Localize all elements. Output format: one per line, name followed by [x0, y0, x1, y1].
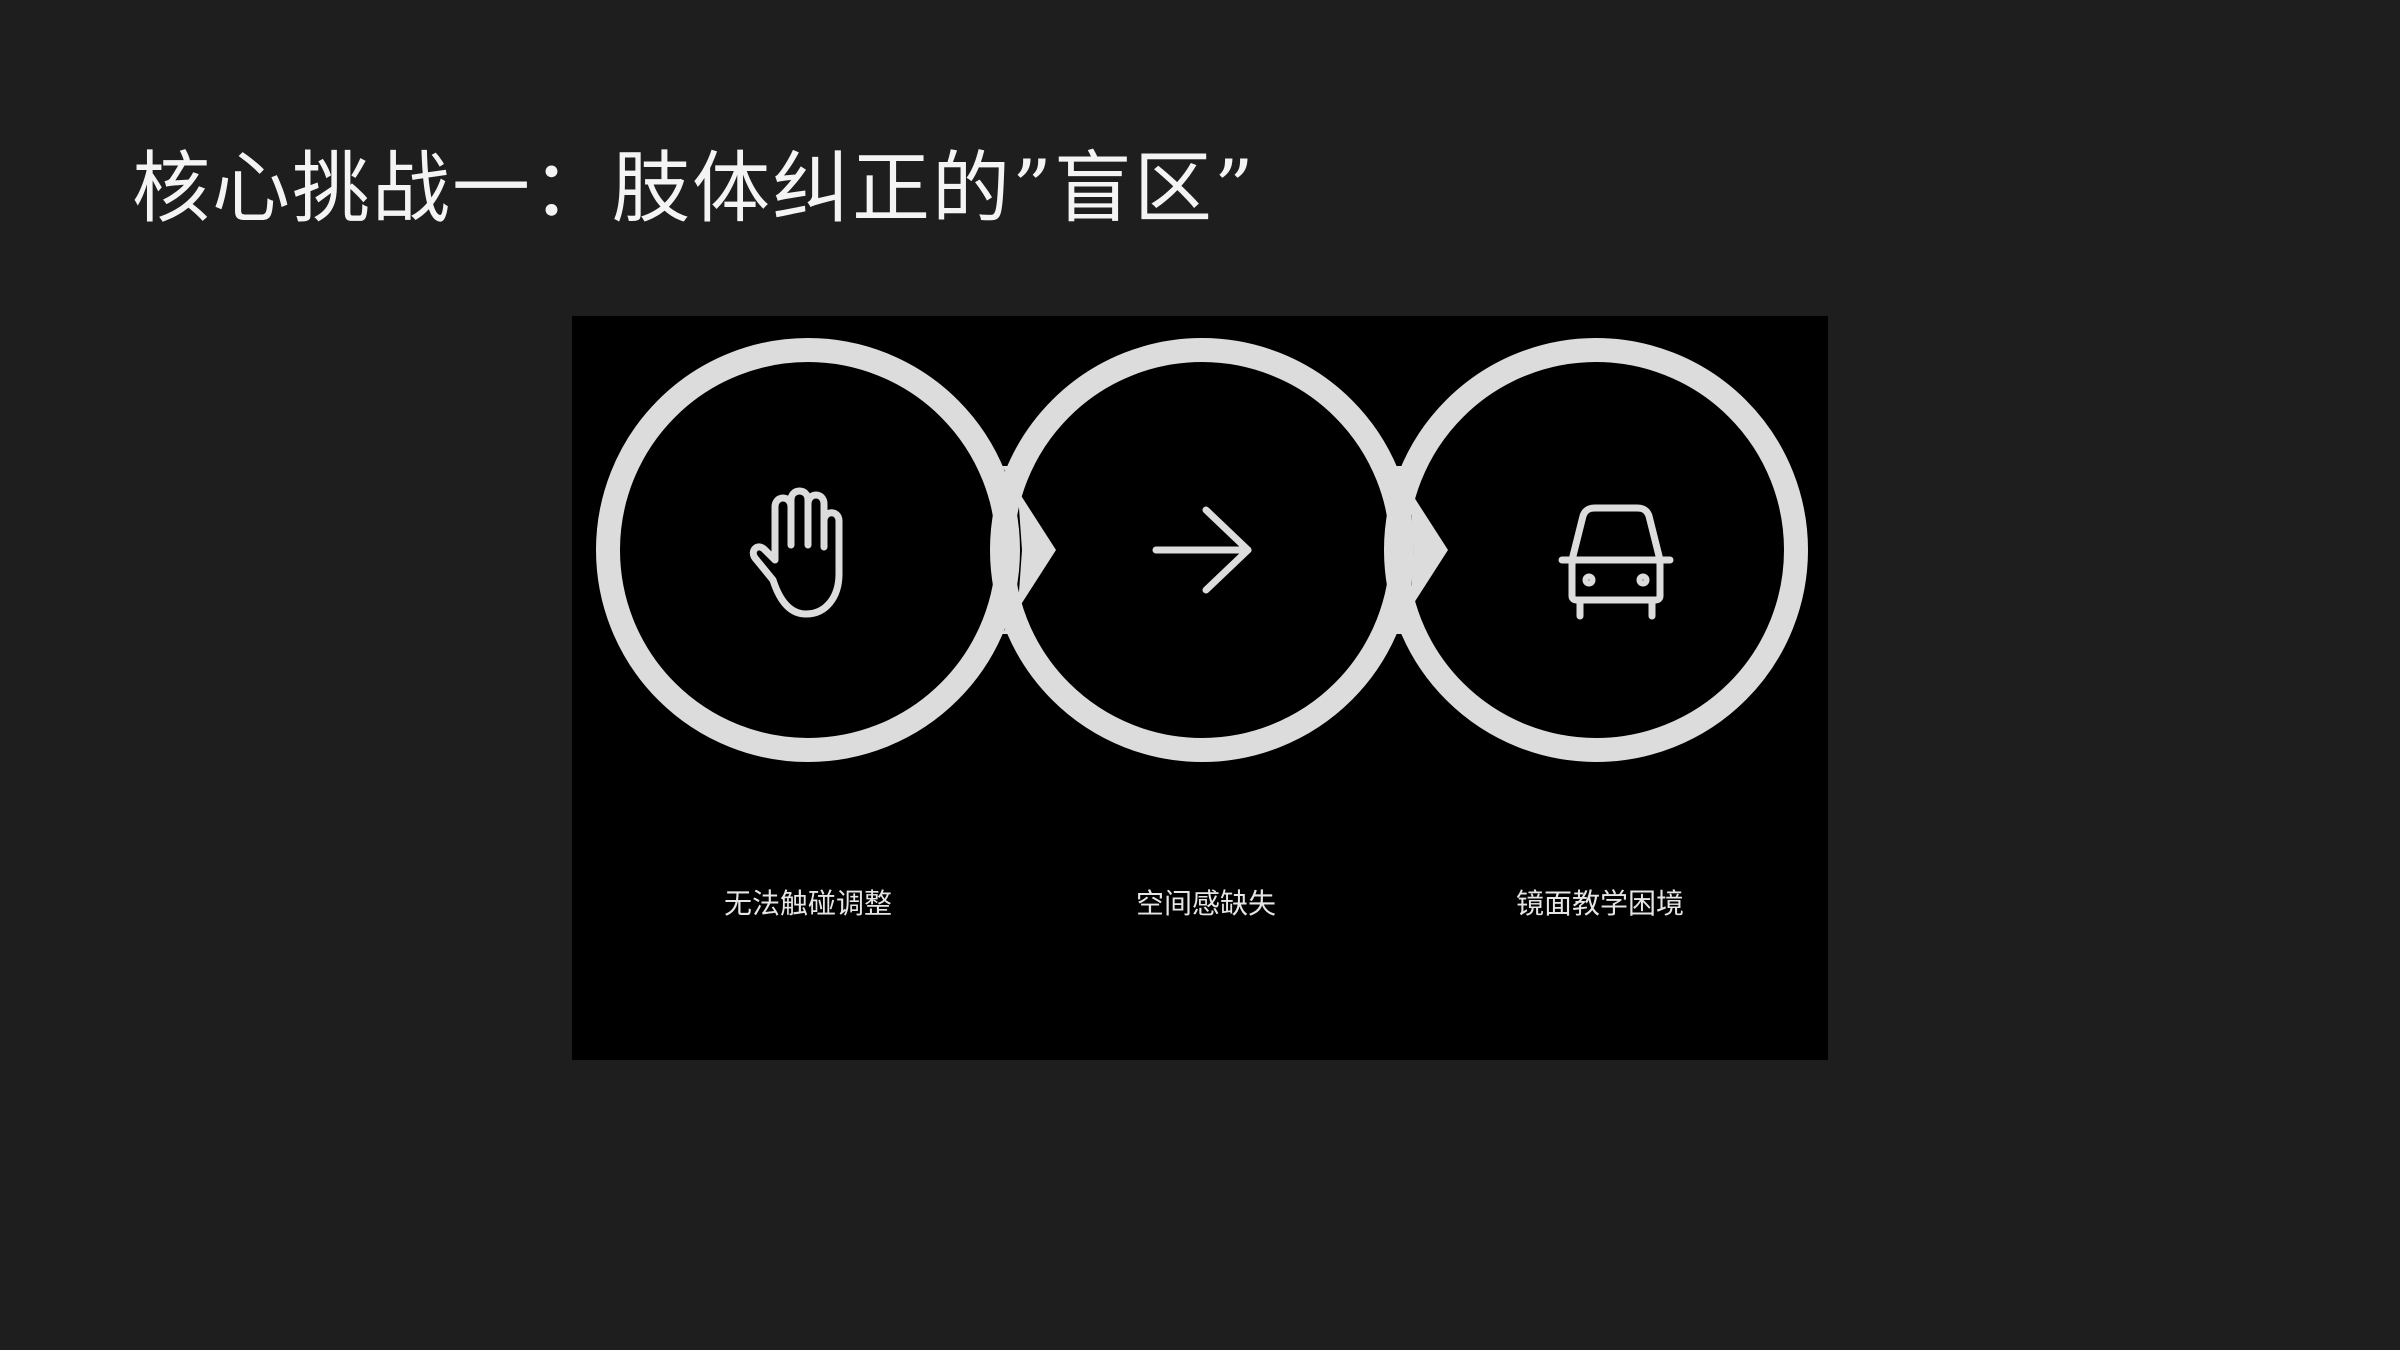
ring-3 [1384, 338, 1808, 762]
arrow-right-icon [1152, 506, 1252, 594]
slide-title: 核心挑战一：肢体纠正的”盲区” [132, 144, 1256, 234]
step-label-spatial-sense: 空间感缺失 [1135, 887, 1276, 920]
challenge-diagram-panel: 无法触碰调整 空间感缺失 镜面教学困境 [572, 316, 1828, 1060]
challenge-diagram [596, 338, 1808, 762]
step-label-no-touch: 无法触碰调整 [723, 887, 892, 920]
step-label-mirror-teaching: 镜面教学困境 [1515, 887, 1684, 920]
connector-arrow-2 [1394, 466, 1448, 634]
ring-1 [596, 338, 1020, 762]
hand-icon [749, 487, 843, 618]
car-icon [1558, 504, 1674, 620]
connector-arrow-1 [1002, 466, 1056, 634]
